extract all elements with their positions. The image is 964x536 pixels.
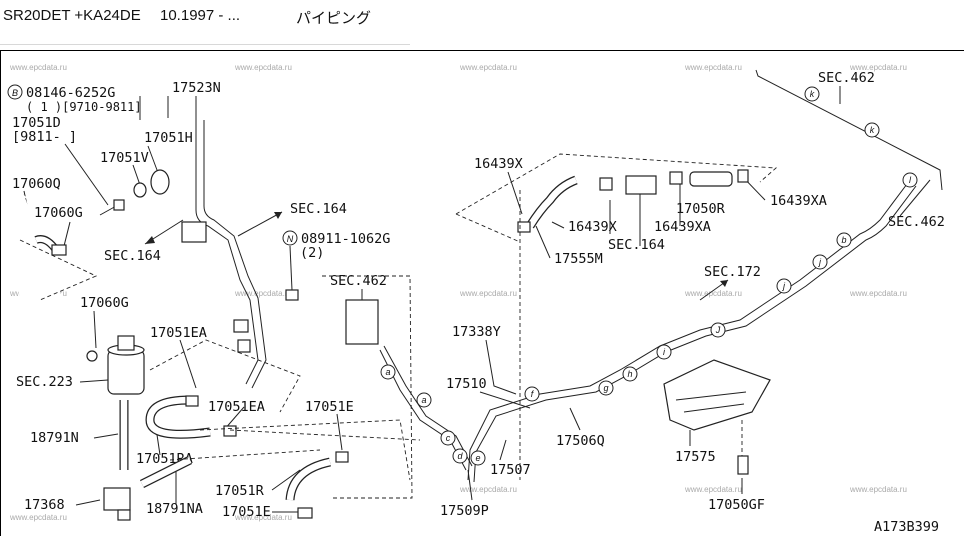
sec-172: SEC.172 (704, 264, 761, 280)
svg-text:i: i (663, 347, 666, 357)
part-17060q: 17060Q (12, 176, 61, 192)
svg-text:b: b (841, 235, 846, 245)
part-17368: 17368 (24, 497, 65, 513)
part-17506q: 17506Q (556, 433, 605, 449)
part-qty-range: ( 1 )[9710-9811] (26, 100, 142, 114)
svg-text:a: a (421, 395, 426, 405)
part-17051v: 17051V (100, 150, 149, 166)
watermark: www.epcdata.ru (849, 485, 907, 494)
part-17051d: 17051D (12, 115, 61, 131)
part-17060g-a: 17060G (34, 205, 83, 221)
watermark: www.epcdata.ru (684, 289, 742, 298)
part-17510: 17510 (446, 376, 487, 392)
watermark: www.epcdata.ru (234, 513, 292, 522)
part-17051e-a: 17051E (305, 399, 354, 415)
sec-164-a: SEC.164 (290, 201, 347, 217)
part-17050r: 17050R (676, 201, 726, 217)
sec-462-a: SEC.462 (818, 70, 875, 86)
watermark: www.epcdata.ru (234, 63, 292, 72)
part-08146-6252g: 08146-6252G (26, 85, 115, 101)
svg-text:a: a (385, 367, 390, 377)
diagram-frame (0, 50, 964, 536)
watermark: www.epcdata.ru (459, 485, 517, 494)
svg-text:c: c (446, 433, 451, 443)
part-17051h: 17051H (144, 130, 193, 146)
date-label: 10.1997 - ... (160, 7, 241, 24)
part-17051ea-b: 17051EA (208, 399, 265, 415)
svg-text:e: e (475, 453, 480, 463)
main-pipe-run: SEC.462 SEC.462 SEC.172 k k l b j j J i … (322, 69, 945, 535)
part-16439x-a: 16439X (474, 156, 523, 172)
watermark: www.epcdata.ru (684, 63, 742, 72)
part-17051d-range: [9811- ] (12, 129, 77, 145)
watermark: www.epcdata.ru (9, 513, 67, 522)
header-bar: SR20DET +KA24DE 10.1997 - ... パイピング (0, 0, 410, 45)
part-17507: 17507 (490, 462, 531, 478)
svg-text:k: k (870, 125, 875, 135)
sec-164-b: SEC.164 (104, 248, 161, 264)
marker-b-text: B (12, 88, 18, 98)
part-17051ea-a: 17051EA (150, 325, 207, 341)
sec-462-b: SEC.462 (888, 214, 945, 230)
part-17060g-b: 17060G (80, 295, 129, 311)
watermark: www.epcdata.ru (684, 485, 742, 494)
part-17555m: 17555M (554, 251, 603, 267)
engine-label: SR20DET +KA24DE (3, 7, 141, 24)
part-16439xa-b: 16439XA (770, 193, 827, 209)
svg-text:d: d (457, 451, 463, 461)
svg-text:l: l (909, 175, 912, 185)
part-16439xa-a: 16439XA (654, 219, 711, 235)
part-17051r: 17051R (215, 483, 265, 499)
sec-462-c: SEC.462 (330, 273, 387, 289)
part-17509p: 17509P (440, 503, 489, 519)
svg-text:g: g (603, 383, 608, 393)
part-08911-1062g: 08911-1062G (301, 231, 390, 247)
watermark: www.epcdata.ru (234, 289, 292, 298)
part-17523n: 17523N (172, 80, 221, 96)
part-16439x-b: 16439X (568, 219, 617, 235)
watermark: www.epcdata.ru (459, 289, 517, 298)
sec-223: SEC.223 (16, 374, 73, 390)
watermark: www.epcdata.ru (849, 289, 907, 298)
sec-164-c: SEC.164 (608, 237, 665, 253)
svg-text:f: f (531, 389, 535, 399)
part-17575: 17575 (675, 449, 716, 465)
svg-text:j: j (782, 281, 786, 291)
part-17050gf: 17050GF (708, 497, 765, 513)
part-17338y: 17338Y (452, 324, 501, 340)
watermark: www.epcdata.ru (849, 63, 907, 72)
watermark: www.epcdata.ru (9, 63, 67, 72)
svg-text:h: h (627, 369, 632, 379)
part-18791n: 18791N (30, 430, 79, 446)
part-nut-qty: (2) (300, 245, 324, 261)
watermark: www.epcdata.ru (459, 63, 517, 72)
part-18791na: 18791NA (146, 501, 203, 517)
top-valve-assembly: 16439X 16439X SEC.164 16439XA 17050R 164… (455, 153, 827, 267)
left-assembly: B 08146-6252G ( 1 )[9710-9811] 17051D [9… (7, 80, 421, 521)
section-label: パイピング (296, 10, 372, 27)
svg-text:k: k (810, 89, 815, 99)
part-17051e-b: 17051E (222, 504, 271, 520)
svg-text:J: J (715, 325, 721, 335)
marker-n-text: N (287, 234, 294, 244)
diagram-id: A173B399 (874, 519, 939, 535)
svg-text:j: j (818, 257, 822, 267)
marker-b (7, 84, 23, 100)
marker-n (282, 230, 298, 246)
